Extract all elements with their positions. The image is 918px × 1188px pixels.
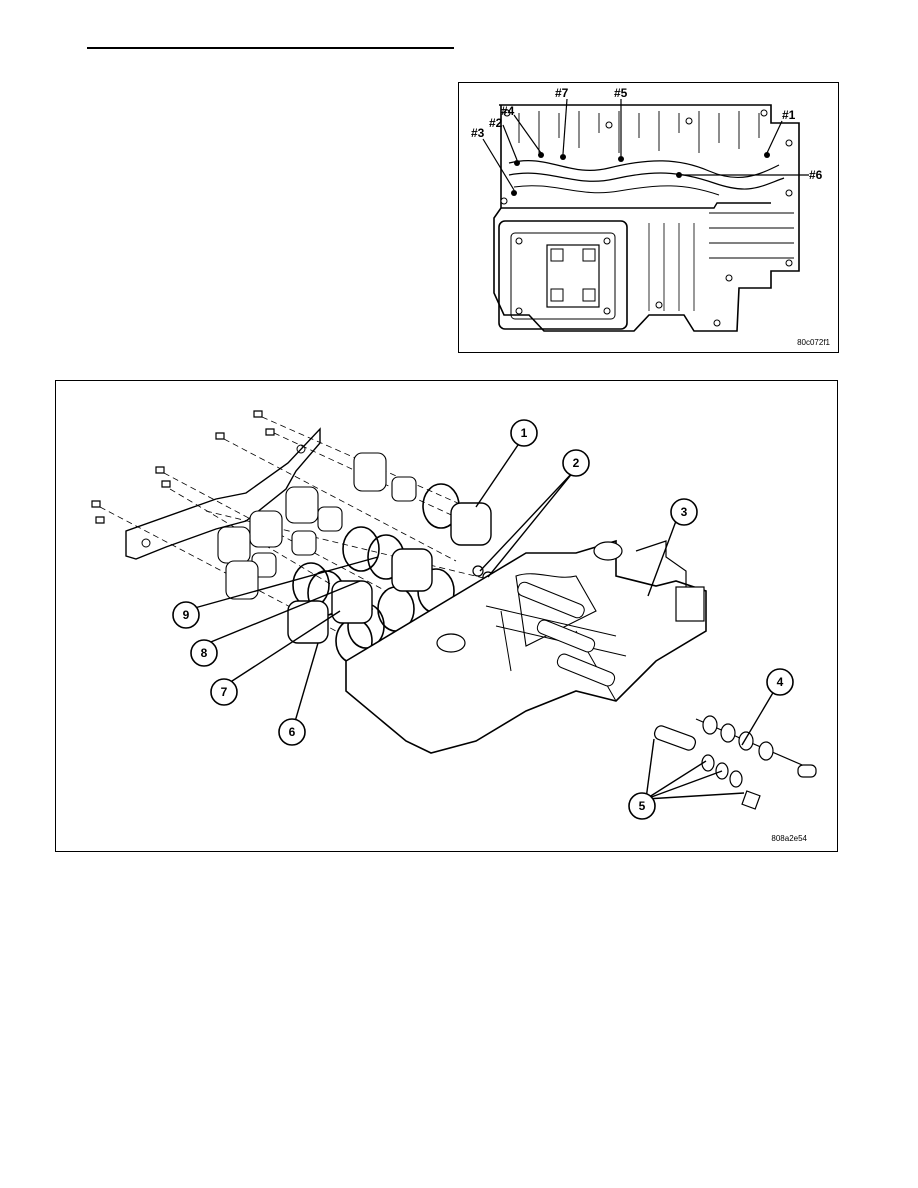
- valve-body-illustration: #1 #2 #3 #4 #5 #6 #7: [471, 86, 823, 332]
- callout-5: #5: [614, 86, 628, 100]
- svg-text:1: 1: [521, 426, 528, 440]
- header-rule: [87, 47, 454, 49]
- accumulator-cover: [125, 427, 321, 560]
- svg-text:8: 8: [201, 646, 208, 660]
- svg-text:7: 7: [221, 685, 228, 699]
- callout-8: 8: [190, 639, 218, 667]
- accumulator-springs: [217, 452, 417, 600]
- check-ball-2: [514, 160, 520, 166]
- svg-text:9: 9: [183, 608, 190, 622]
- callout-3: #3: [471, 126, 485, 140]
- svg-text:4: 4: [777, 675, 784, 689]
- check-ball-6: [676, 172, 682, 178]
- callout-7: 7: [210, 678, 238, 706]
- callout-2: #2: [489, 116, 503, 130]
- svg-text:2: 2: [573, 456, 580, 470]
- callout-5: 5: [628, 792, 656, 820]
- check-ball-1: [764, 152, 770, 158]
- solenoid-pack: [498, 220, 628, 330]
- exploded-view-illustration: 1 2 3 4 5 6 7 8 9: [91, 410, 817, 820]
- callout-4: #4: [501, 104, 515, 118]
- svg-text:6: 6: [289, 725, 296, 739]
- check-ball-3: [511, 190, 517, 196]
- check-ball-small-1: [472, 565, 484, 577]
- figure-id: 808a2e54: [771, 834, 807, 843]
- check-ball-4: [538, 152, 544, 158]
- valve-body-outline: [493, 104, 800, 332]
- accumulator-pistons: [287, 502, 492, 644]
- callout-2: 2: [562, 449, 590, 477]
- valve-body-check-ball-figure: #1 #2 #3 #4 #5 #6 #7 80c072f1: [458, 82, 839, 353]
- callout-6: 6: [278, 718, 306, 746]
- callout-4: 4: [766, 668, 794, 696]
- svg-text:3: 3: [681, 505, 688, 519]
- callout-6: #6: [809, 168, 823, 182]
- valve-and-seals: [653, 725, 761, 810]
- leader-lines: [190, 438, 775, 800]
- callout-7: #7: [555, 86, 569, 100]
- figure-id: 80c072f1: [797, 338, 830, 347]
- exploded-valve-body-figure: 1 2 3 4 5 6 7 8 9 808a2e54: [55, 380, 838, 852]
- check-ball-7: [560, 154, 566, 160]
- svg-text:5: 5: [639, 799, 646, 813]
- callout-1: 1: [510, 419, 538, 447]
- callout-1: #1: [782, 108, 796, 122]
- callouts: 1 2 3 4 5 6 7 8 9: [172, 419, 794, 820]
- check-ball-5: [618, 156, 624, 162]
- callout-9: 9: [172, 601, 200, 629]
- callout-3: 3: [670, 498, 698, 526]
- manual-valve: [695, 715, 817, 778]
